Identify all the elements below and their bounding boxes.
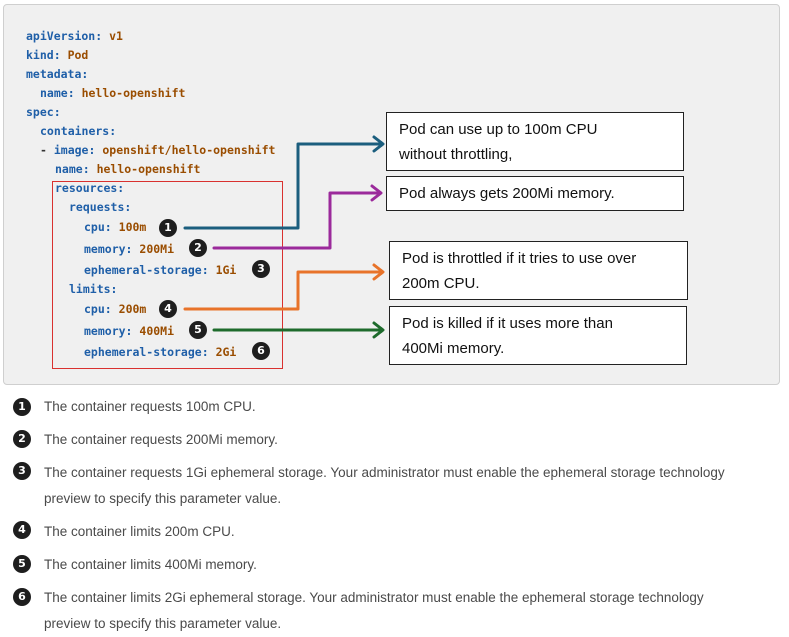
yaml-key: memory:	[84, 242, 133, 256]
yaml-key: name:	[40, 86, 75, 100]
annotation-cpu-limit: Pod is throttled if it tries to use over…	[389, 241, 688, 300]
yaml-line-image: - image: openshift/hello-openshift	[40, 141, 275, 160]
yaml-line-lim-memory: memory: 400Mi	[84, 322, 174, 341]
yaml-key: name:	[55, 162, 90, 176]
note-callout: 6	[13, 588, 31, 606]
code-callout-5: 5	[189, 321, 207, 339]
yaml-key: image:	[53, 143, 96, 157]
yaml-value: 400Mi	[139, 324, 175, 338]
code-callout-6: 6	[252, 342, 270, 360]
yaml-value: hello-openshift	[96, 162, 201, 176]
yaml-key: containers:	[40, 124, 117, 138]
note-text-line: preview to specify this parameter value.	[44, 616, 282, 631]
yaml-line-limits: limits:	[69, 280, 117, 299]
yaml-key: limits:	[69, 282, 118, 296]
yaml-key: apiVersion:	[26, 29, 103, 43]
note-text: The container requests 200Mi memory.	[44, 432, 278, 447]
yaml-line-apiversion: apiVersion: v1	[26, 27, 123, 46]
note-callout: 2	[13, 430, 31, 448]
note-text: The container requests 1Gi ephemeral sto…	[44, 460, 774, 512]
yaml-key: cpu:	[84, 220, 112, 234]
yaml-line-lim-ephemeral: ephemeral-storage: 2Gi	[84, 343, 236, 362]
yaml-key: spec:	[26, 105, 61, 119]
note-text: The container limits 2Gi ephemeral stora…	[44, 585, 774, 637]
arrow-cpu-request-head	[372, 135, 385, 153]
code-callout-3: 3	[252, 260, 270, 278]
yaml-key: metadata:	[26, 67, 89, 81]
yaml-value: Pod	[67, 48, 89, 62]
yaml-line-container-name: name: hello-openshift	[55, 160, 200, 179]
arrow-cpu-request	[183, 142, 384, 230]
yaml-key: ephemeral-storage:	[84, 263, 209, 277]
arrow-memory-limit-head	[372, 321, 385, 339]
note-text: The container limits 200m CPU.	[44, 524, 235, 539]
yaml-value: openshift/hello-openshift	[102, 143, 276, 157]
arrow-cpu-limit	[183, 270, 384, 311]
yaml-key: memory:	[84, 324, 133, 338]
note-text-line: The container limits 2Gi ephemeral stora…	[44, 590, 704, 605]
yaml-value: 1Gi	[215, 263, 237, 277]
yaml-value: v1	[109, 29, 123, 43]
yaml-line-resources: resources:	[55, 179, 124, 198]
note-text-line: preview to specify this parameter value.	[44, 491, 282, 506]
note-callout: 1	[13, 398, 31, 416]
yaml-key: resources:	[55, 181, 125, 195]
yaml-line-kind: kind: Pod	[26, 46, 88, 65]
annotation-text: 200m CPU.	[402, 275, 480, 292]
yaml-line-meta-name: name: hello-openshift	[40, 84, 185, 103]
arrow-memory-request	[212, 191, 382, 250]
annotation-text: Pod can use up to 100m CPU	[399, 121, 598, 138]
yaml-line-req-cpu: cpu: 100m	[84, 218, 146, 237]
yaml-line-lim-cpu: cpu: 200m	[84, 300, 146, 319]
yaml-line-metadata: metadata:	[26, 65, 88, 84]
annotation-cpu-request: Pod can use up to 100m CPU without throt…	[386, 112, 684, 171]
code-callout-1: 1	[159, 219, 177, 237]
note-callout: 3	[13, 462, 31, 480]
note-text: The container requests 100m CPU.	[44, 399, 256, 414]
annotation-memory-limit: Pod is killed if it uses more than 400Mi…	[389, 306, 687, 365]
yaml-line-req-memory: memory: 200Mi	[84, 240, 174, 259]
annotation-text: Pod is killed if it uses more than	[402, 315, 613, 332]
annotation-memory-request: Pod always gets 200Mi memory.	[386, 176, 684, 211]
code-callout-2: 2	[189, 239, 207, 257]
arrow-memory-request-head	[370, 184, 383, 202]
yaml-key: kind:	[26, 48, 61, 62]
yaml-value: 100m	[118, 220, 147, 234]
code-callout-4: 4	[159, 300, 177, 318]
note-callout: 4	[13, 521, 31, 539]
annotation-text: 400Mi memory.	[402, 340, 505, 357]
yaml-key: requests:	[69, 200, 132, 214]
yaml-line-containers: containers:	[40, 122, 116, 141]
arrow-cpu-limit-head	[372, 263, 385, 281]
note-text: The container limits 400Mi memory.	[44, 557, 257, 572]
resources-highlight-box	[52, 181, 283, 369]
yaml-key: ephemeral-storage:	[84, 345, 209, 359]
annotation-text: Pod always gets 200Mi memory.	[399, 185, 615, 202]
annotation-text: Pod is throttled if it tries to use over	[402, 250, 637, 267]
yaml-value: 2Gi	[215, 345, 237, 359]
yaml-value: 200Mi	[139, 242, 175, 256]
yaml-line-requests: requests:	[69, 198, 131, 217]
yaml-dash: -	[40, 143, 54, 157]
yaml-value: hello-openshift	[81, 86, 186, 100]
yaml-key: cpu:	[84, 302, 112, 316]
yaml-line-spec: spec:	[26, 103, 61, 122]
annotation-text: without throttling,	[399, 146, 513, 163]
yaml-value: 200m	[118, 302, 147, 316]
yaml-line-req-ephemeral: ephemeral-storage: 1Gi	[84, 261, 236, 280]
note-text-line: The container requests 1Gi ephemeral sto…	[44, 465, 725, 480]
note-callout: 5	[13, 555, 31, 573]
